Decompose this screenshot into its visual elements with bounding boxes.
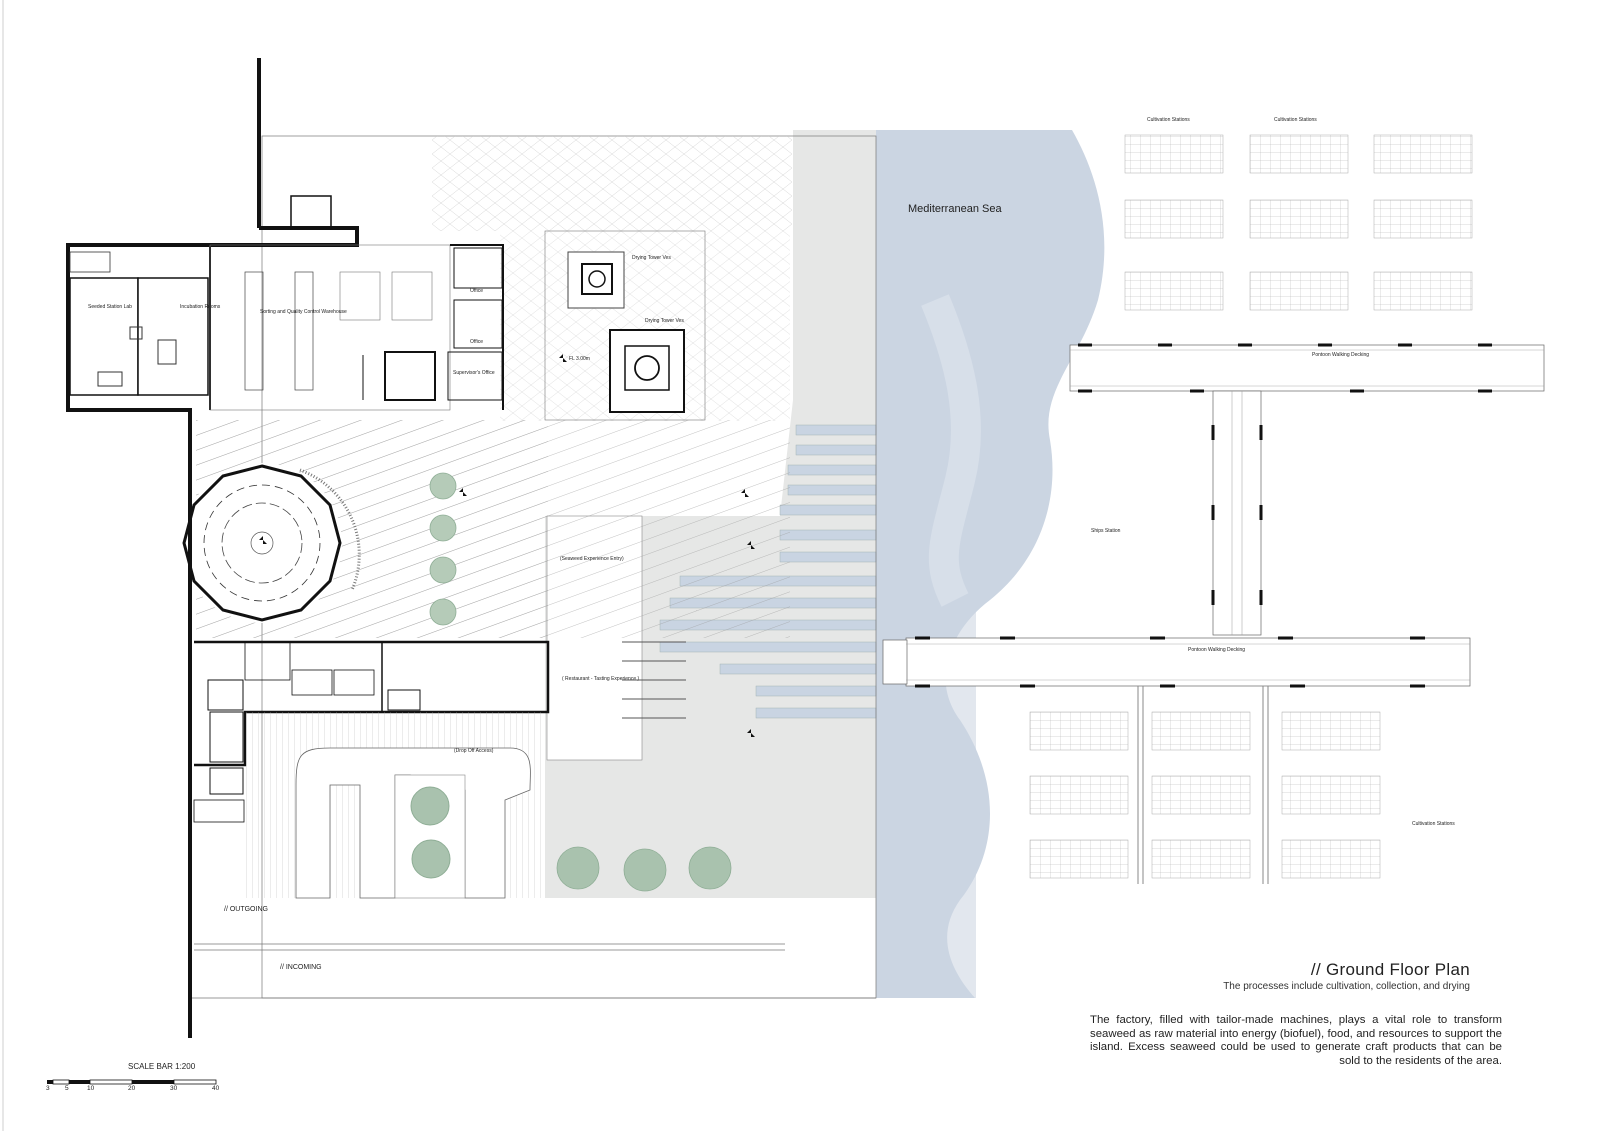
sorting-hall-label: Sorting and Quality Control Warehouse <box>260 309 347 315</box>
scale-tick: 40 <box>212 1085 220 1092</box>
drying-tower-label: Drying Tower Ves <box>632 255 671 261</box>
scale-bar <box>47 1079 217 1085</box>
sorting-warehouse: Sorting and Quality Control Warehouse <box>209 244 451 411</box>
scale-tick: 20 <box>128 1085 136 1092</box>
pontoon-label: Pontoon Walking Decking <box>1312 352 1369 358</box>
sea-water <box>876 130 1105 998</box>
circular-hall <box>182 463 361 623</box>
ships-station-label: Ships Station <box>1091 528 1121 534</box>
scale-tick: 10 <box>87 1085 95 1092</box>
quay-trees <box>556 846 732 892</box>
cultivation-stations-label: Cultivation Stations <box>1147 117 1190 123</box>
pontoon-stem: Ships Station <box>1091 390 1263 636</box>
scale-tick: 30 <box>170 1085 178 1092</box>
level-mark-label: FL 3.00m <box>569 356 590 362</box>
left-labs: Seeded Station Lab Incubation Rooms <box>69 251 221 396</box>
sea-label: Mediterranean Sea <box>908 203 1002 215</box>
pontoon-label: Pontoon Walking Decking <box>1188 647 1245 653</box>
drop-off-area: (Drop Off Access) // OUTGOING // INCOMIN… <box>224 712 545 971</box>
level-markers: FL 3.00m <box>259 354 981 737</box>
pontoon-lower: Pontoon Walking Decking <box>882 636 1471 688</box>
incubation-label: Incubation Rooms <box>180 304 221 310</box>
outgoing-label: // OUTGOING <box>224 906 268 913</box>
office-cluster: Office Office Supervisor's Office <box>362 244 504 410</box>
drying-tower-a: Drying Tower Ves <box>567 251 671 309</box>
title-block: // Ground Floor Plan The processes inclu… <box>1223 960 1470 992</box>
page-title: // Ground Floor Plan <box>1310 960 1470 979</box>
cultivation-stations-lower: Cultivation Stations <box>1029 686 1455 884</box>
scale-tick: 3 <box>46 1085 50 1092</box>
page-subtitle: The processes include cultivation, colle… <box>1223 981 1470 992</box>
incoming-label: // INCOMING <box>280 964 322 971</box>
cultivation-stations-upper: Cultivation Stations Cultivation Station… <box>1124 117 1473 311</box>
scale-bar-ticks: 3 5 10 20 30 40 <box>46 1085 226 1097</box>
svg-text:(Drop Off Access): (Drop Off Access) <box>454 748 494 754</box>
scale-bar-label: SCALE BAR 1:200 <box>128 1062 196 1071</box>
description-text: The factory, filled with tailor-made mac… <box>1090 1014 1502 1067</box>
seeded-station-label: Seeded Station Lab <box>88 304 132 310</box>
svg-text:( Restaurant - Tasting Experie: ( Restaurant - Tasting Experience ) <box>562 676 640 682</box>
pontoon-upper: Pontoon Walking Decking <box>1069 343 1545 393</box>
supervisor-label: Supervisor's Office <box>453 370 495 376</box>
cultivation-stations-label: Cultivation Stations <box>1274 117 1317 123</box>
cultivation-stations-label: Cultivation Stations <box>1412 821 1455 827</box>
drying-tower-label: Drying Tower Ves <box>645 318 684 324</box>
office-label: Office <box>470 288 483 294</box>
sea-area: Mediterranean Sea <box>876 130 1105 998</box>
drying-yard-grid <box>432 136 792 231</box>
scale-tick: 5 <box>65 1085 69 1092</box>
courtyard-trees <box>429 472 457 626</box>
office-label: Office <box>470 339 483 345</box>
drying-tower-b: Drying Tower Ves <box>609 318 685 413</box>
